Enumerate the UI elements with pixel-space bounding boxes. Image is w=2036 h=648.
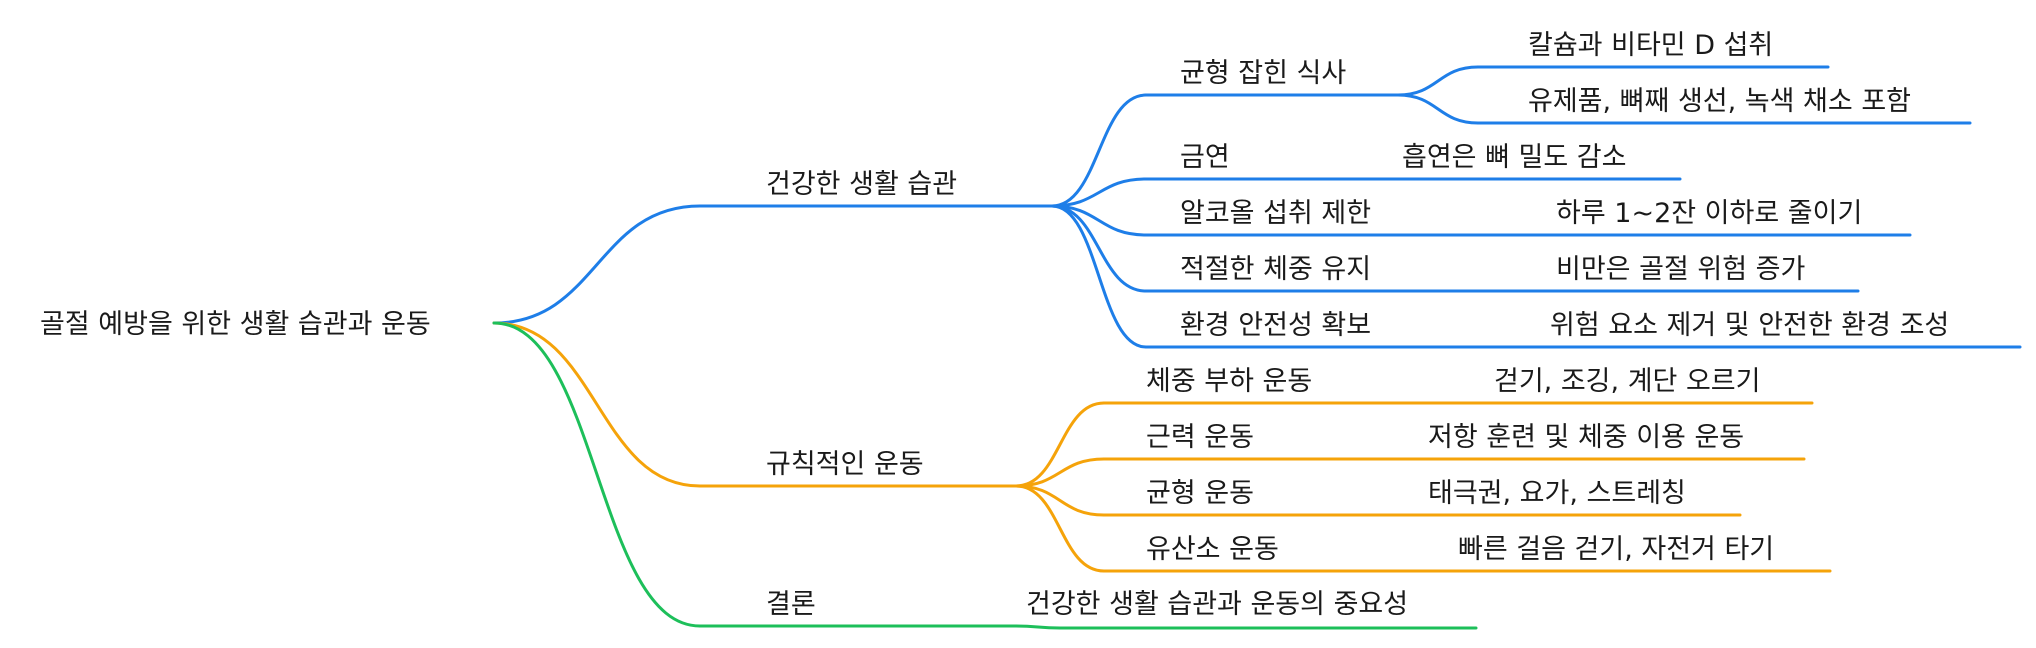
edge-strength-training (1014, 457, 1106, 488)
edge-dairy-fish-greens (1396, 93, 1480, 125)
leaf-walk-jog-stairs: 걷기, 조깅, 계단 오르기 (1494, 366, 1760, 397)
edge-safe-environment (1050, 204, 1148, 349)
leaf-smoking-bone-density: 흡연은 뼈 밀도 감소 (1402, 142, 1626, 173)
leaf-brisk-walk-cycle: 빠른 걸음 걷기, 자전거 타기 (1458, 534, 1774, 565)
node-limit-alcohol: 알코올 섭취 제한 (1180, 198, 1371, 229)
branch-regular-exercise: 규칙적인 운동 (766, 449, 924, 480)
leaf-calcium-vitamin-d: 칼슘과 비타민 D 섭취 (1528, 30, 1773, 61)
node-healthy-weight: 적절한 체중 유지 (1180, 254, 1371, 285)
leaf-taichi-yoga-stretch: 태극권, 요가, 스트레칭 (1428, 478, 1686, 509)
branch-conclusion: 결론 (766, 589, 816, 620)
edge-root-healthy-habits (492, 204, 702, 325)
edge-root-conclusion (492, 321, 702, 628)
node-strength-training: 근력 운동 (1146, 422, 1254, 453)
leaf-resistance-training: 저항 훈련 및 체중 이용 운동 (1428, 422, 1744, 453)
leaf-importance: 건강한 생활 습관과 운동의 중요성 (1026, 589, 1408, 620)
leaf-remove-hazards: 위험 요소 제거 및 안전한 환경 조성 (1550, 310, 1949, 341)
node-no-smoking: 금연 (1180, 142, 1230, 173)
edge-importance (1014, 624, 1062, 630)
edge-balanced-diet (1050, 93, 1148, 208)
leaf-obesity-fracture-risk: 비만은 골절 위험 증가 (1556, 254, 1805, 285)
leaf-dairy-fish-greens: 유제품, 뼈째 생선, 녹색 채소 포함 (1528, 86, 1911, 117)
connector-edges (492, 65, 1480, 630)
edge-root-exercise (492, 321, 702, 488)
edge-balance-training (1014, 484, 1106, 517)
node-balanced-diet: 균형 잡힌 식사 (1180, 58, 1346, 89)
leaf-one-two-drinks: 하루 1~2잔 이하로 줄이기 (1556, 198, 1862, 229)
node-weight-bearing: 체중 부하 운동 (1146, 366, 1312, 397)
node-aerobic: 유산소 운동 (1146, 534, 1279, 565)
edge-aerobic (1014, 484, 1106, 573)
root-topic: 골절 예방을 위한 생활 습관과 운동 (40, 309, 431, 340)
edge-limit-alcohol (1050, 204, 1148, 237)
edge-healthy-weight (1050, 204, 1148, 293)
branch-healthy-habits: 건강한 생활 습관 (766, 169, 957, 200)
node-safe-environment: 환경 안전성 확보 (1180, 310, 1371, 341)
edge-calcium-vitamin-d (1396, 65, 1480, 97)
node-underlines (698, 65, 2022, 630)
edge-no-smoking (1050, 177, 1148, 208)
edge-weight-bearing (1014, 401, 1106, 488)
node-balance-training: 균형 운동 (1146, 478, 1254, 509)
